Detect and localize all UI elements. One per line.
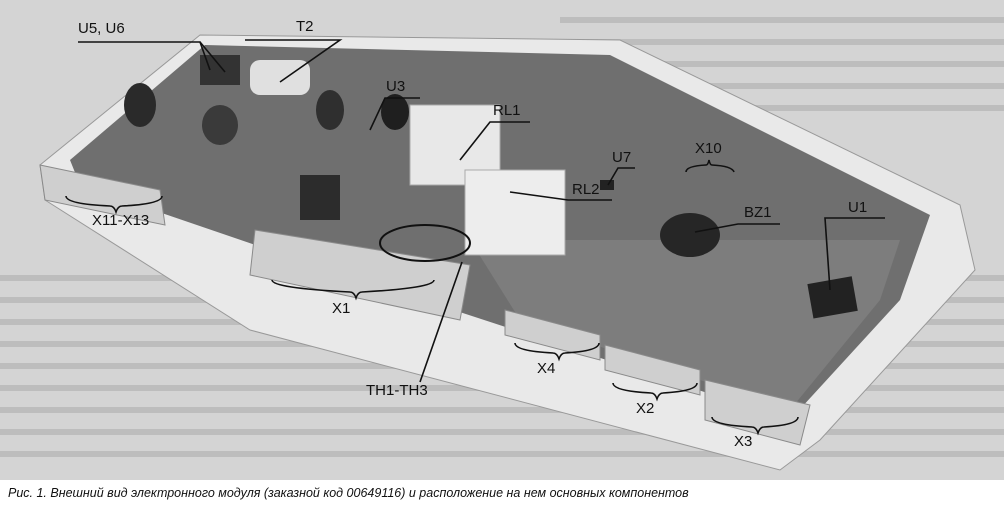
label-rl1: RL1 (493, 102, 521, 119)
ic-u7 (600, 180, 614, 190)
transformer-t2 (250, 60, 310, 95)
thermistor-group-outline (379, 224, 471, 262)
relay-rl2 (464, 169, 566, 256)
capacitor (202, 105, 238, 145)
label-th1-th3: TH1-TH3 (366, 382, 428, 399)
figure-caption: Рис. 1. Внешний вид электронного модуля … (8, 486, 689, 500)
pcb-photo (0, 0, 1004, 480)
label-bz1: BZ1 (744, 204, 772, 221)
capacitor (381, 94, 409, 130)
label-x11-x13: X11-X13 (92, 212, 150, 229)
label-x2: X2 (636, 400, 655, 417)
label-x1: X1 (332, 300, 351, 317)
label-x4: X4 (537, 360, 556, 377)
capacitor (316, 90, 344, 130)
label-u5-u6: U5, U6 (78, 20, 125, 37)
capacitor (124, 83, 156, 127)
leader-lines (65, 39, 885, 436)
label-t2: T2 (296, 18, 314, 35)
label-rl2: RL2 (572, 181, 600, 198)
label-u1: U1 (848, 199, 868, 216)
buzzer-bz1 (660, 213, 720, 257)
label-u3: U3 (386, 78, 406, 95)
component-block (300, 175, 340, 220)
label-x3: X3 (734, 433, 753, 450)
ic-u1 (807, 276, 858, 319)
label-x10: X10 (695, 140, 722, 157)
connectors (39, 164, 811, 446)
label-u7: U7 (612, 149, 632, 166)
